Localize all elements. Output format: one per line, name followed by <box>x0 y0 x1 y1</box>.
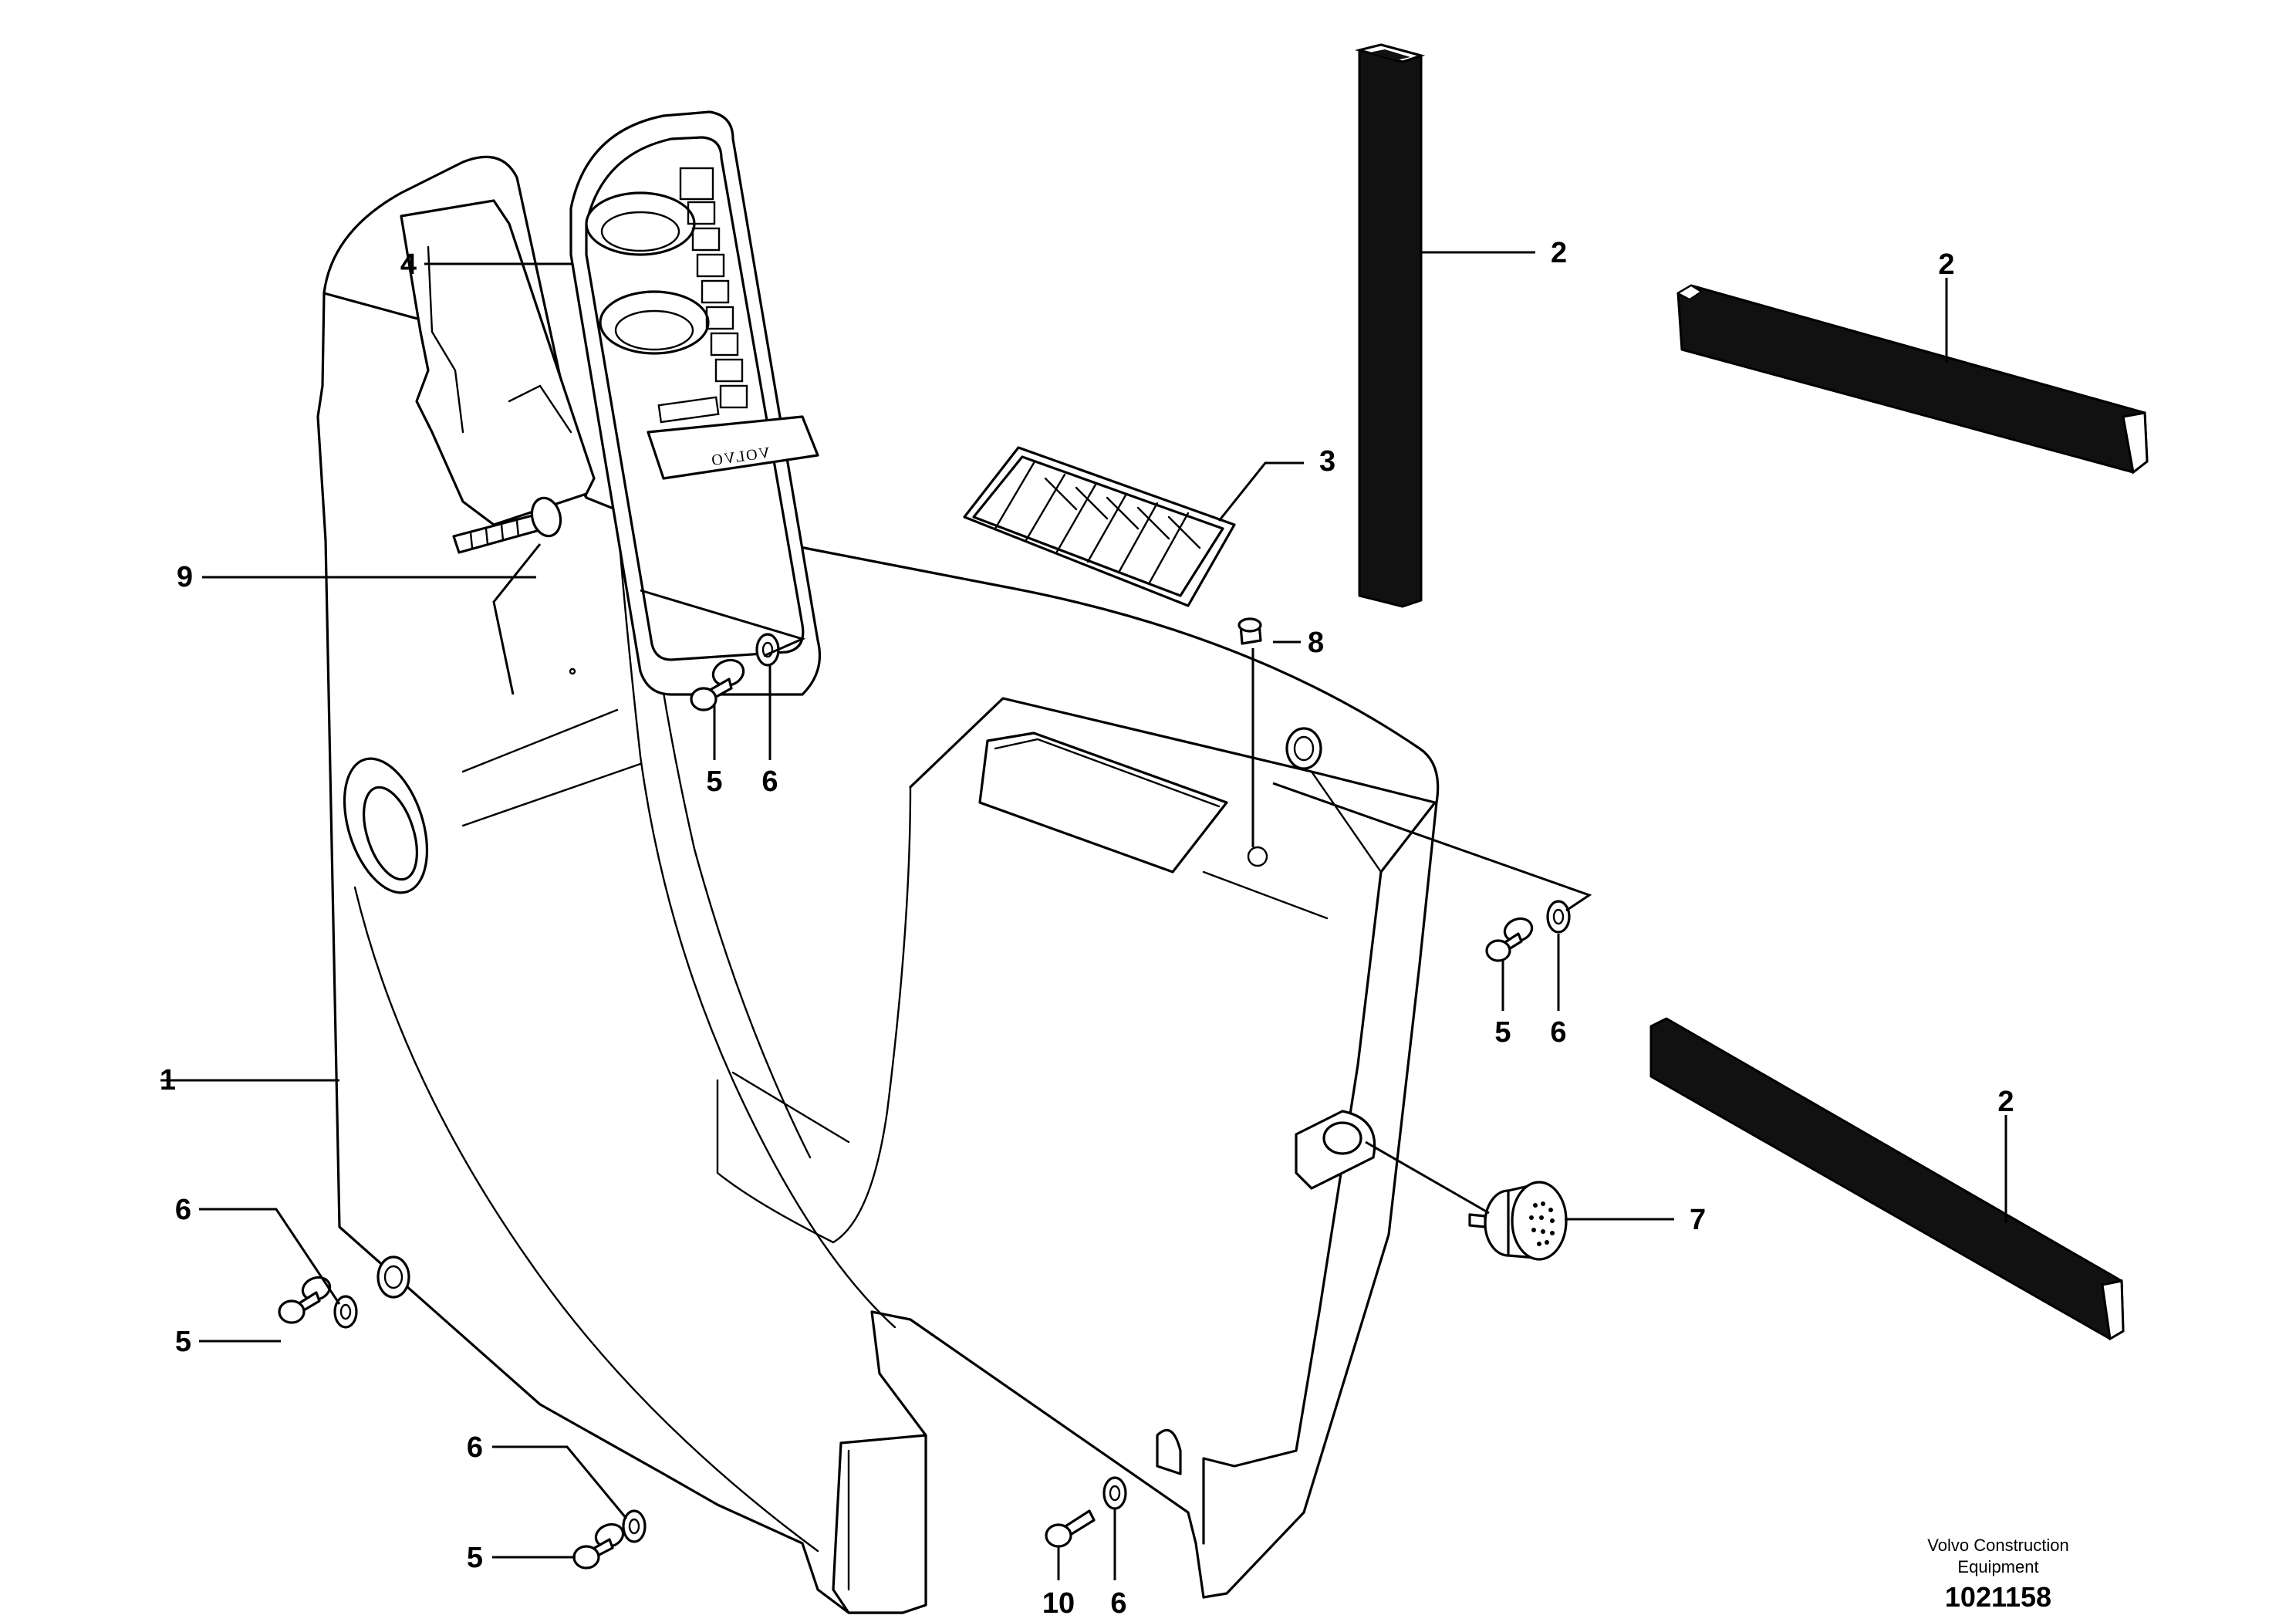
callout-2-upper-right: 2 <box>1938 248 1954 281</box>
callout-5-bottom: 5 <box>467 1542 483 1574</box>
plug-part-8 <box>1237 617 1262 645</box>
callout-1: 1 <box>160 1064 176 1097</box>
leader-lines <box>160 251 2007 1580</box>
callout-8: 8 <box>1308 627 1324 659</box>
callout-5-left: 5 <box>175 1326 191 1358</box>
seal-strip-lower-right <box>1649 1017 2125 1341</box>
callout-6-left: 6 <box>175 1194 191 1226</box>
washer-part-6-bottom <box>622 1509 647 1543</box>
company-name-line2: Equipment <box>1957 1557 2038 1576</box>
callout-6-bottom: 6 <box>467 1431 483 1464</box>
callout-10: 10 <box>1042 1587 1075 1620</box>
callout-4: 4 <box>400 248 417 281</box>
washer-part-6-right <box>1546 900 1571 934</box>
seal-strip-vertical <box>1355 43 1426 608</box>
callout-9: 9 <box>177 561 193 593</box>
callout-6-upper: 6 <box>761 765 778 798</box>
screw-part-9 <box>452 496 562 554</box>
callout-7: 7 <box>1690 1204 1706 1236</box>
socket-part-7 <box>1468 1181 1568 1261</box>
callout-5-right: 5 <box>1494 1016 1511 1049</box>
callout-3: 3 <box>1319 445 1335 478</box>
screw-part-5-bottom <box>572 1522 625 1570</box>
indicator-buttons <box>679 167 748 409</box>
callout-5-upper: 5 <box>706 765 722 798</box>
drawing-number: 1021158 <box>1945 1581 2051 1613</box>
washer-part-6-left <box>333 1295 358 1329</box>
seal-strip-upper-right <box>1676 284 2149 475</box>
callout-6-lower: 6 <box>1110 1587 1126 1620</box>
screw-part-5-right <box>1485 917 1534 962</box>
screw-part-5-upper <box>690 658 745 711</box>
side-panel-part-1 <box>316 155 1440 1614</box>
callout-2-vertical: 2 <box>1551 237 1567 269</box>
callout-6-right: 6 <box>1550 1016 1566 1049</box>
company-name-line1: Volvo Construction <box>1927 1536 2068 1555</box>
screw-part-5-left <box>278 1276 332 1324</box>
callout-labels: 1 2 2 2 3 4 8 9 5 6 5 6 7 6 5 6 5 10 6 <box>160 237 2014 1620</box>
callout-2-lower-right: 2 <box>1997 1086 2014 1118</box>
screw-part-10 <box>1045 1509 1096 1548</box>
washer-part-6-lower <box>1102 1476 1127 1510</box>
instrument-panel-part-4: VOLVO <box>569 110 822 696</box>
footer-block: Volvo Construction Equipment 1021158 <box>1927 1536 2068 1613</box>
vent-grille-part-3 <box>963 446 1236 607</box>
